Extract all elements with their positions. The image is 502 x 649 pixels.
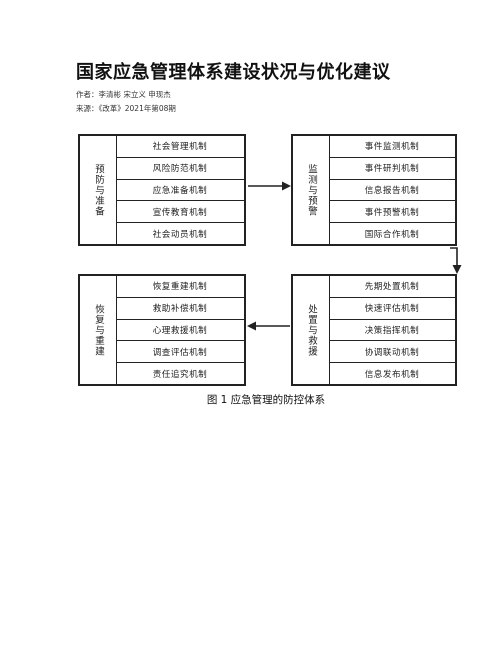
mechanism-item: 应急准备机制: [116, 180, 244, 202]
group-label-text: 恢复与重建: [93, 303, 104, 357]
article-authors: 作者：李清彬 宋立义 申现杰: [76, 90, 171, 99]
mechanism-item: 社会管理机制: [116, 136, 244, 158]
group-response-rescue: 处置与救援 先期处置机制 快速评估机制 决策指挥机制 协调联动机制 信息发布机制: [291, 274, 457, 386]
article-title: 国家应急管理体系建设状况与优化建议: [76, 62, 391, 83]
arrow-left-icon: [247, 321, 290, 331]
group-recovery-reconstruction: 恢复与重建 恢复重建机制 救助补偿机制 心理救援机制 调查评估机制 责任追究机制: [78, 274, 246, 386]
group-label: 处置与救援: [293, 276, 330, 384]
mechanism-item: 先期处置机制: [329, 276, 455, 298]
mechanism-item: 协调联动机制: [329, 341, 455, 364]
group-label: 预防与准备: [80, 136, 117, 244]
mechanism-item: 责任追究机制: [152, 369, 208, 380]
group-label: 恢复与重建: [80, 276, 117, 384]
mechanism-item: 宣传教育机制: [116, 201, 244, 224]
group-label: 监测与预警: [293, 136, 330, 244]
mechanism-item: 风险防范机制: [116, 158, 244, 180]
mechanism-item: 信息发布机制: [364, 369, 420, 380]
group-prevention-preparation: 预防与准备 社会管理机制 风险防范机制 应急准备机制 宣传教育机制 社会动员机制: [78, 134, 246, 246]
mechanism-item: 信息报告机制: [329, 180, 455, 202]
group-label-text: 监测与预警: [306, 163, 317, 217]
mechanism-item: 心理救援机制: [116, 320, 244, 342]
mechanism-item: 事件监测机制: [329, 136, 455, 158]
mechanism-item: 国际合作机制: [364, 229, 420, 240]
mechanism-item: 社会动员机制: [152, 229, 208, 240]
mechanism-item: 决策指挥机制: [329, 320, 455, 342]
figure-emergency-management-system: 预防与准备 社会管理机制 风险防范机制 应急准备机制 宣传教育机制 社会动员机制…: [60, 124, 472, 414]
mechanism-item: 救助补偿机制: [116, 298, 244, 320]
mechanism-item: 恢复重建机制: [116, 276, 244, 298]
mechanism-item: 快速评估机制: [329, 298, 455, 320]
mechanism-item: 事件研判机制: [329, 158, 455, 180]
group-monitoring-warning: 监测与预警 事件监测机制 事件研判机制 信息报告机制 事件预警机制 国际合作机制: [291, 134, 457, 246]
group-label-text: 处置与救援: [306, 303, 317, 357]
figure-caption: 图 1 应急管理的防控体系: [206, 394, 326, 406]
article-source: 来源：《改革》2021年第08期: [76, 104, 176, 113]
arrow-right-icon: [248, 181, 291, 191]
arrow-down-icon: [450, 247, 462, 274]
mechanism-item: 调查评估机制: [116, 341, 244, 364]
group-label-text: 预防与准备: [93, 163, 104, 217]
mechanism-item: 事件预警机制: [329, 201, 455, 224]
